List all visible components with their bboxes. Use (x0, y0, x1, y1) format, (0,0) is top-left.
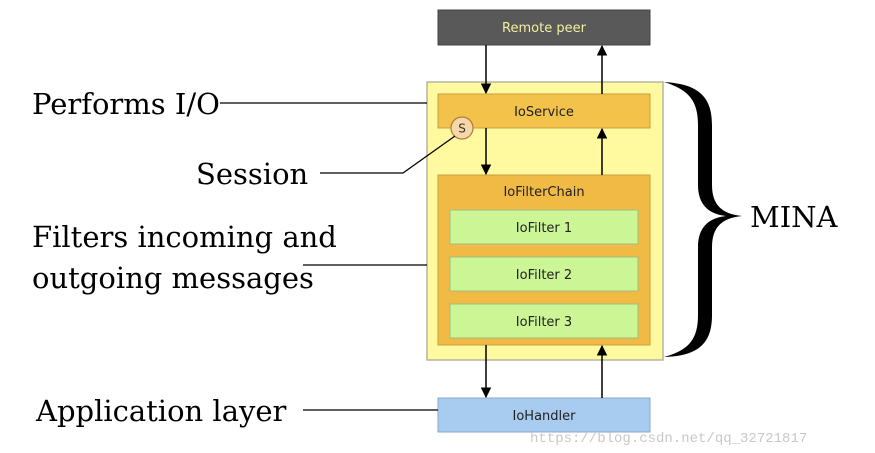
io-handler-box (437, 397, 651, 433)
session-marker (450, 116, 474, 140)
label-mina: MINA (750, 200, 839, 234)
io-filter-2-box (449, 256, 639, 292)
io-handler-label: IoHandler (513, 409, 577, 424)
mina-brace (664, 82, 742, 357)
io-filter-3-box (449, 303, 639, 339)
remote-peer-label: Remote peer (502, 21, 587, 36)
label-filters-line2: outgoing messages (32, 261, 314, 295)
io-filter-1-box (449, 209, 639, 245)
watermark-text: https://blog.csdn.net/qq_32721817 (530, 431, 807, 447)
label-filters-line1: Filters incoming and (32, 220, 337, 254)
io-filter-2-label: IoFilter 2 (516, 268, 572, 283)
label-application-layer: Application layer (35, 394, 287, 428)
io-filter-1-label: IoFilter 1 (516, 221, 572, 236)
label-performs-io: Performs I/O (32, 87, 220, 121)
io-service-box (437, 93, 651, 129)
remote-peer-box (437, 9, 651, 46)
connector-session (320, 135, 456, 174)
io-service-label: IoService (514, 105, 574, 120)
session-marker-label: S (458, 122, 466, 136)
io-filter-chain-label: IoFilterChain (503, 185, 584, 200)
io-filter-3-label: IoFilter 3 (516, 315, 572, 330)
label-session: Session (196, 157, 308, 191)
